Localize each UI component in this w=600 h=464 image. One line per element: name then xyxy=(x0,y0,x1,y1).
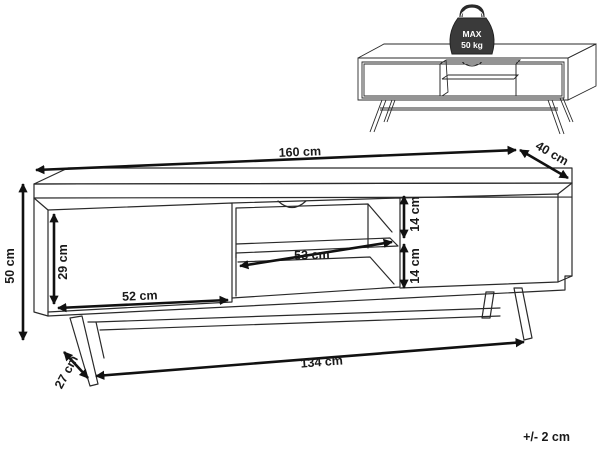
door-height-label: 29 cm xyxy=(56,244,70,279)
dimension-labels: 160 cm 40 cm 50 cm 29 cm 52 cm 53 cm 14 … xyxy=(3,139,571,391)
shelf-width-label: 53 cm xyxy=(294,247,330,262)
kettlebell-icon xyxy=(449,17,495,55)
width-label: 160 cm xyxy=(278,144,321,160)
dimension-lines xyxy=(18,145,569,380)
leg-depth-label: 27 cm xyxy=(52,353,81,391)
tolerance-note: +/- 2 cm xyxy=(523,430,570,444)
max-load-value: 50 kg xyxy=(461,40,483,50)
max-load-label: MAX xyxy=(463,29,482,39)
door-width-label: 52 cm xyxy=(122,288,158,304)
lower-compartment-label: 14 cm xyxy=(408,248,422,283)
tv-stand-drawing xyxy=(33,167,573,387)
height-label: 50 cm xyxy=(3,248,17,283)
thumbnail-tv-stand xyxy=(357,43,597,135)
depth-label: 40 cm xyxy=(533,139,571,169)
upper-compartment-label: 14 cm xyxy=(408,196,422,231)
weight-badge: MAX 50 kg xyxy=(449,4,495,55)
leg-span-label: 134 cm xyxy=(300,353,343,370)
